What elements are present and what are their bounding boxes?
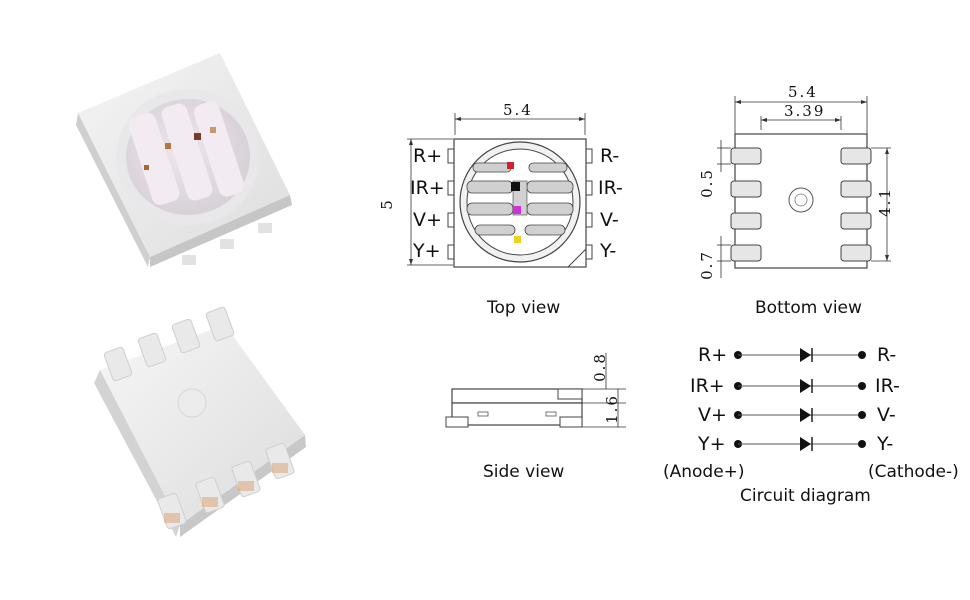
cathode-label: (Cathode-)	[868, 462, 959, 482]
diode-row-ir	[734, 379, 866, 393]
pin-label-r-plus: R+	[413, 145, 443, 167]
bottom-width-dim: 5.4	[788, 83, 818, 101]
circuit-label-ir-plus: IR+	[690, 375, 725, 397]
pin-label-ir-minus: IR-	[598, 177, 623, 199]
top-height-dim: 5	[377, 200, 396, 210]
bottom-view-caption: Bottom view	[755, 298, 862, 318]
chip-red	[507, 162, 514, 169]
pin-label-v-plus: V+	[413, 209, 442, 231]
led-photo-bottom	[94, 306, 306, 537]
bottom-pad-h-dim: 0.7	[697, 250, 716, 280]
anode-label: (Anode+)	[663, 462, 745, 482]
side-lens-dim: 0.8	[590, 352, 609, 382]
pin-label-v-minus: V-	[600, 209, 619, 231]
pin-label-y-minus: Y-	[600, 240, 617, 262]
bottom-view-drawing	[717, 96, 891, 278]
circuit-label-y-plus: Y+	[698, 433, 726, 455]
side-view-drawing	[445, 353, 626, 428]
circuit-label-r-minus: R-	[877, 344, 897, 366]
pin-label-r-minus: R-	[600, 145, 620, 167]
diode-row-v	[734, 408, 866, 422]
bottom-height-dim: 4.1	[875, 187, 894, 217]
side-body-dim: 1.6	[602, 394, 621, 424]
pin-label-y-plus: Y+	[413, 240, 441, 262]
chip-yellow	[514, 236, 521, 243]
pin-label-ir-plus: IR+	[410, 177, 445, 199]
circuit-label-v-plus: V+	[698, 404, 727, 426]
chip-violet	[513, 206, 521, 214]
circuit-diagram-caption: Circuit diagram	[740, 486, 871, 506]
diode-row-r	[734, 348, 866, 362]
circuit-label-ir-minus: IR-	[875, 375, 900, 397]
circuit-label-v-minus: V-	[877, 404, 896, 426]
top-view-drawing	[407, 113, 593, 268]
bottom-pad-w-dim: 0.5	[697, 168, 716, 198]
circuit-label-y-minus: Y-	[877, 433, 894, 455]
top-width-dim: 5.4	[503, 101, 533, 119]
circuit-diagram	[734, 348, 866, 451]
top-view-caption: Top view	[487, 298, 561, 318]
circuit-label-r-plus: R+	[698, 344, 728, 366]
chip-ir	[511, 182, 520, 191]
bottom-pitch-dim: 3.39	[784, 102, 826, 120]
led-photo-top	[76, 53, 292, 267]
diode-row-y	[734, 437, 866, 451]
side-view-caption: Side view	[483, 462, 565, 482]
